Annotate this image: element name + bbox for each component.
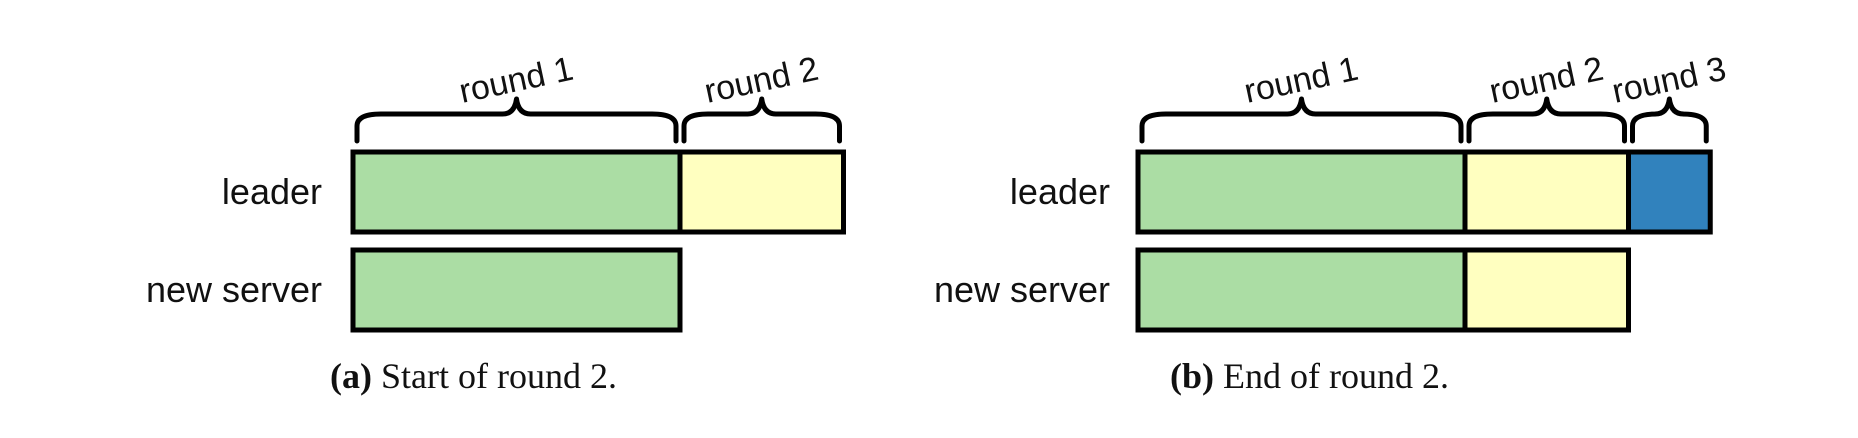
caption-b: (b) End of round 2. xyxy=(1170,356,1449,396)
segment-new-server-round-2 xyxy=(1462,247,1631,333)
brace-round-2 xyxy=(1466,96,1627,144)
segment-leader-round-1 xyxy=(1135,149,1468,235)
caption-text: Start of round 2. xyxy=(372,356,617,396)
segment-leader-round-2 xyxy=(677,149,846,235)
row-label-new-server: new server xyxy=(146,269,322,310)
caption-tag: (a) xyxy=(330,356,372,396)
segment-new-server-round-1 xyxy=(350,247,683,333)
brace-round-3 xyxy=(1630,96,1709,144)
brace-round-1 xyxy=(1139,96,1464,144)
segment-leader-round-2 xyxy=(1462,149,1631,235)
caption-text: End of round 2. xyxy=(1214,356,1449,396)
row-label-new-server: new server xyxy=(934,269,1110,310)
row-label-leader: leader xyxy=(1010,171,1110,212)
brace-round-2 xyxy=(681,96,842,144)
caption-a: (a) Start of round 2. xyxy=(330,356,617,396)
segment-leader-round-3 xyxy=(1626,149,1713,235)
brace-round-1 xyxy=(354,96,679,144)
segment-leader-round-1 xyxy=(350,149,683,235)
caption-tag: (b) xyxy=(1170,356,1214,396)
row-label-leader: leader xyxy=(222,171,322,212)
segment-new-server-round-1 xyxy=(1135,247,1468,333)
